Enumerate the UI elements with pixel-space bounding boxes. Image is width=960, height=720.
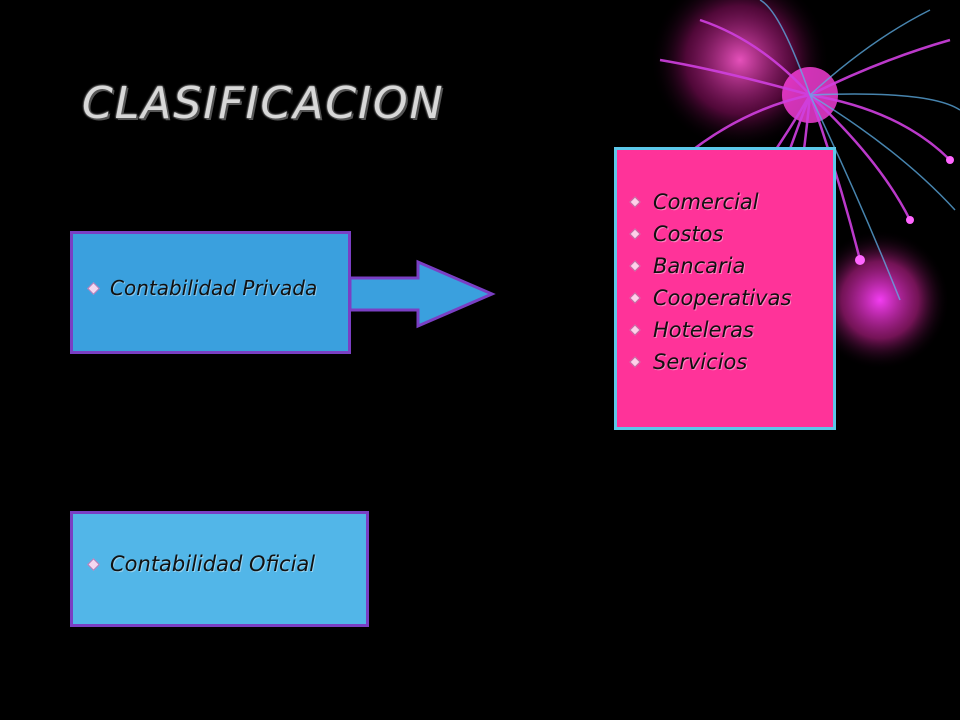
list-item-label: Costos xyxy=(653,222,724,246)
list-item-label: Bancaria xyxy=(653,254,746,278)
diamond-bullet-icon xyxy=(87,281,100,295)
diamond-bullet-icon xyxy=(629,292,641,304)
list-item-label: Hoteleras xyxy=(653,318,754,342)
private-types-box: Comercial Costos Bancaria Cooperativas H… xyxy=(614,147,836,430)
private-types-list: Comercial Costos Bancaria Cooperativas H… xyxy=(629,186,792,378)
official-accounting-box: Contabilidad Oficial xyxy=(70,511,369,627)
list-item: Bancaria xyxy=(629,250,791,282)
official-accounting-item: Contabilidad Oficial xyxy=(87,552,316,576)
diamond-bullet-icon xyxy=(629,324,641,336)
list-item-label: Comercial xyxy=(653,190,759,214)
private-accounting-box: Contabilidad Privada xyxy=(70,231,351,354)
list-item: Costos xyxy=(629,218,791,250)
diamond-bullet-icon xyxy=(629,356,641,368)
list-item: Comercial xyxy=(629,186,791,218)
private-accounting-label: Contabilidad Privada xyxy=(110,276,318,300)
list-item: Servicios xyxy=(629,346,791,378)
list-item: Hoteleras xyxy=(629,314,791,346)
slide-title: CLASIFICACION xyxy=(82,78,445,129)
list-item-label: Cooperativas xyxy=(653,286,792,310)
diamond-bullet-icon xyxy=(629,260,641,272)
diamond-bullet-icon xyxy=(87,557,100,571)
diamond-bullet-icon xyxy=(629,196,641,208)
private-accounting-item: Contabilidad Privada xyxy=(87,276,318,300)
official-accounting-label: Contabilidad Oficial xyxy=(110,552,316,576)
diamond-bullet-icon xyxy=(629,228,641,240)
list-item: Cooperativas xyxy=(629,282,792,314)
list-item-label: Servicios xyxy=(653,350,748,374)
